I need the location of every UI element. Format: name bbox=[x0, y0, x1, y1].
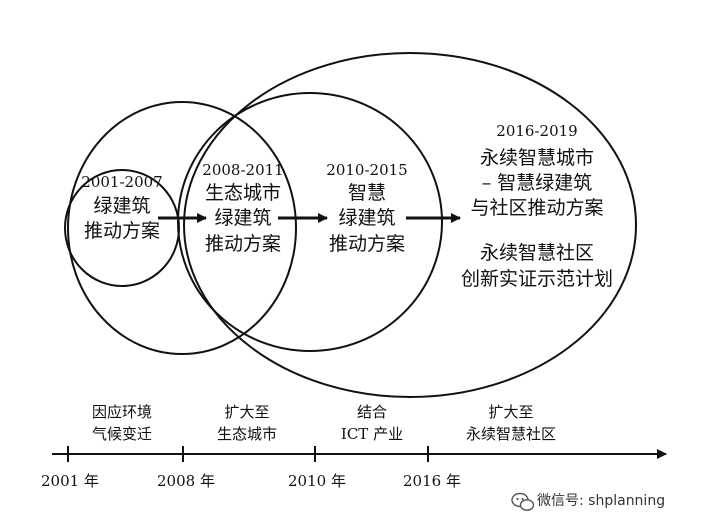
tick-label-2001: 2001 年 bbox=[41, 472, 99, 490]
phase-1-line-1: 因应环境 bbox=[92, 403, 152, 421]
circle-2-line-1: 生态城市 bbox=[205, 182, 281, 204]
circle-2-line-3: 推动方案 bbox=[205, 233, 281, 255]
circle-4-extra-1: 永续智慧社区 bbox=[480, 242, 594, 264]
circle-4-years: 2016-2019 bbox=[496, 122, 577, 140]
tick-label-2016: 2016 年 bbox=[403, 472, 461, 490]
circle-2016-2019 bbox=[183, 52, 637, 398]
phase-1-line-2: 气候变迁 bbox=[92, 425, 152, 443]
phase-3-line-1: 结合 bbox=[357, 403, 387, 421]
phase-2-line-2: 生态城市 bbox=[217, 425, 277, 443]
tick-label-2008: 2008 年 bbox=[157, 472, 215, 490]
circle-2-years: 2008-2011 bbox=[202, 161, 283, 179]
circle-3-line-3: 推动方案 bbox=[329, 233, 405, 255]
wechat-icon bbox=[511, 492, 535, 511]
tick-label-2010: 2010 年 bbox=[288, 472, 346, 490]
circle-3-line-1: 智慧 bbox=[348, 182, 386, 204]
circle-4-line-1: 永续智慧城市 bbox=[480, 147, 594, 169]
circle-2001-2007 bbox=[64, 169, 180, 287]
phase-4-line-1: 扩大至 bbox=[488, 403, 533, 421]
phase-4-line-2: 永续智慧社区 bbox=[466, 425, 556, 443]
circle-3-years: 2010-2015 bbox=[326, 161, 407, 179]
circle-4-extra-2: 创新实证示范计划 bbox=[461, 268, 613, 290]
circle-4-line-2: – 智慧绿建筑 bbox=[482, 172, 593, 194]
circle-2008-2011 bbox=[67, 101, 297, 355]
phase-3-line-2: ICT 产业 bbox=[341, 425, 403, 443]
circle-1-line-2: 推动方案 bbox=[84, 220, 160, 242]
circle-2-line-2: 绿建筑 bbox=[214, 207, 271, 229]
phase-2-line-1: 扩大至 bbox=[224, 403, 269, 421]
circle-3-line-2: 绿建筑 bbox=[338, 207, 395, 229]
circle-1-years: 2001-2007 bbox=[81, 173, 162, 191]
watermark-text: 微信号: shplanning bbox=[537, 493, 665, 509]
circle-1-line-1: 绿建筑 bbox=[93, 195, 150, 217]
circle-4-line-3: 与社区推动方案 bbox=[470, 197, 603, 219]
